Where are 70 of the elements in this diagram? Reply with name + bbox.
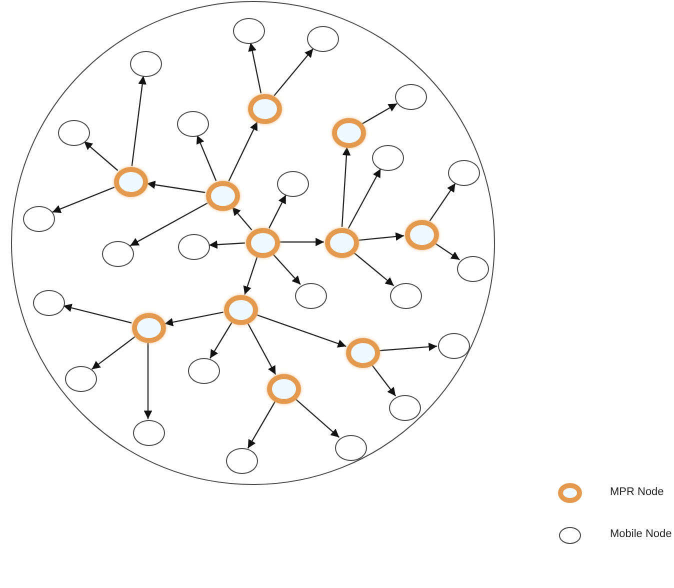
mobile-node-circle	[390, 283, 422, 309]
arrow	[130, 202, 208, 246]
mobile-node-circle	[277, 171, 309, 197]
mobile-node-circle	[130, 51, 162, 77]
arrow	[243, 256, 258, 295]
mpr-node-ring	[132, 313, 166, 343]
mobile-node-circle	[65, 366, 97, 392]
mobile-node-circle	[178, 234, 210, 260]
arrow	[341, 146, 351, 228]
legend-label: Mobile Node	[610, 528, 672, 540]
arrow	[246, 322, 276, 375]
mobile-node-circle	[307, 26, 339, 52]
arrow	[279, 238, 324, 246]
arrow	[378, 342, 438, 352]
mpr-node-ring	[332, 118, 366, 148]
mpr-node-ring	[325, 228, 359, 258]
mobile-node-circle	[102, 241, 134, 267]
arrow	[272, 253, 301, 285]
mobile-node-circle	[226, 448, 258, 474]
mobile-node-circle	[335, 435, 367, 461]
mobile-node-circle	[295, 283, 327, 309]
arrow	[208, 240, 246, 249]
arrow	[144, 342, 152, 419]
mpr-node-ring	[267, 374, 301, 404]
arrow	[247, 401, 276, 449]
mpr-node-ring	[224, 295, 258, 325]
mpr-node-ring	[114, 167, 148, 197]
legend-label: MPR Node	[610, 486, 664, 498]
arrow	[228, 122, 258, 182]
mobile-node-circle	[177, 111, 209, 137]
arrow	[146, 180, 206, 194]
arrow	[294, 398, 340, 438]
arrow	[256, 314, 346, 348]
arrow	[210, 322, 233, 359]
arrow	[353, 252, 394, 286]
arrow	[248, 42, 262, 94]
arrow	[434, 242, 460, 260]
mobile-node-circle	[33, 290, 65, 316]
mobile-node-circle	[448, 160, 480, 186]
mobile-node-circle	[233, 18, 265, 44]
arrow	[196, 135, 217, 182]
arrow	[52, 186, 115, 213]
arrow	[63, 304, 132, 324]
mobile-node-circle	[372, 145, 404, 171]
network-boundary-circle	[11, 1, 495, 485]
mobile-node-circle	[58, 120, 90, 146]
arrow	[84, 140, 118, 171]
arrow	[371, 364, 396, 396]
mpr-node-ring	[248, 94, 282, 124]
arrow	[358, 232, 404, 241]
mobile-node-circle	[133, 420, 165, 446]
mpr-node-ring	[246, 228, 280, 258]
mobile-node-circle	[395, 84, 427, 110]
mobile-node-circle	[389, 395, 421, 421]
arrow	[362, 103, 398, 124]
mpr-node-ring	[206, 181, 240, 211]
arrow	[348, 168, 382, 229]
mobile-node-circle	[457, 256, 489, 282]
arrow	[268, 194, 286, 229]
arrow	[274, 48, 314, 96]
arrow	[232, 206, 252, 230]
mobile-node-circle	[188, 358, 220, 384]
arrow	[164, 312, 224, 326]
arrow	[429, 183, 456, 222]
mpr-node-ring	[346, 338, 380, 368]
mobile-node-circle	[438, 333, 470, 359]
arrow	[131, 76, 146, 166]
mobile-node-circle	[23, 206, 55, 232]
mpr-node-ring	[405, 220, 439, 250]
arrow	[91, 336, 136, 370]
